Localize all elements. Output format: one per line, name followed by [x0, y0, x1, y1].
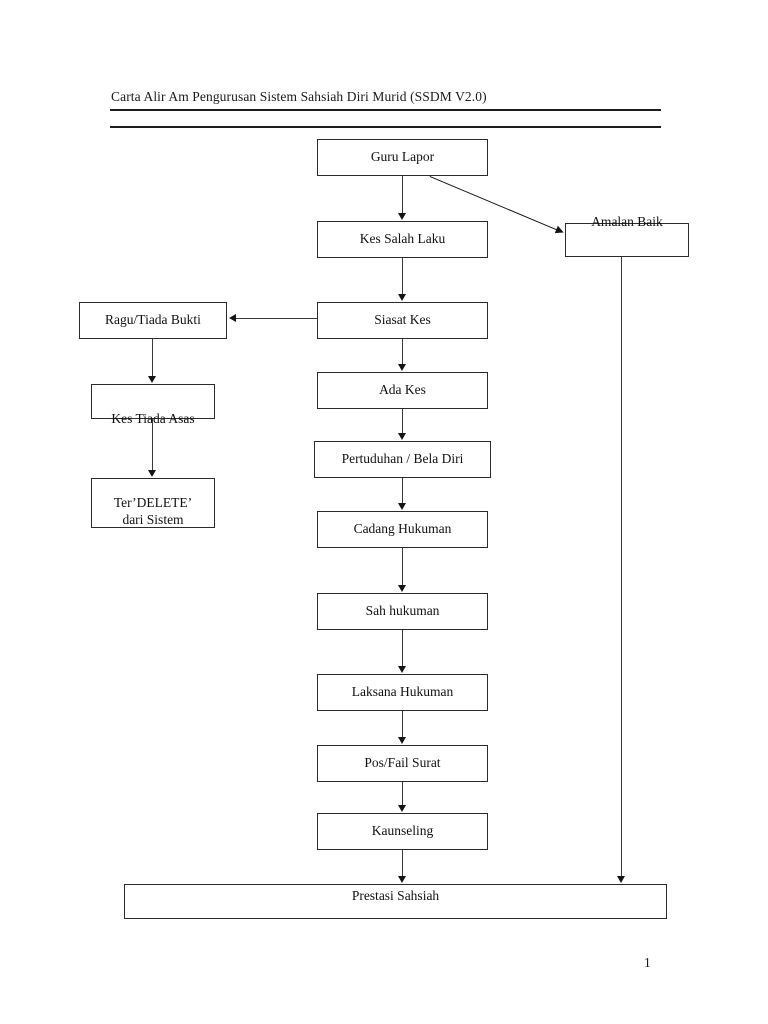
node-label: Laksana Hukuman — [351, 684, 454, 700]
node-label: Ada Kes — [379, 382, 426, 398]
node-label: Siasat Kes — [374, 312, 431, 328]
node-label: Sah hukuman — [365, 603, 440, 619]
edge-arrowhead — [397, 294, 406, 301]
node-label: Ter’DELETE’ dari Sistem — [113, 495, 193, 527]
node-label: Pos/Fail Surat — [364, 755, 441, 771]
edge-arrowhead — [229, 313, 236, 322]
node-label: Guru Lapor — [370, 149, 435, 165]
edge-amalan-baik-to-prestasi-sahsiah — [621, 257, 622, 877]
header-rule-top — [110, 109, 661, 111]
edge-arrowhead — [397, 364, 406, 371]
edge-ragu-tiada-bukti-to-kes-tiada-asas — [152, 339, 153, 377]
node-kes-salah-laku[interactable]: Kes Salah Laku — [317, 221, 488, 258]
node-label: Prestasi Sahsiah — [351, 888, 440, 903]
node-laksana-hukuman[interactable]: Laksana Hukuman — [317, 674, 488, 711]
edge-arrowhead — [616, 876, 625, 883]
edge-arrowhead — [397, 876, 406, 883]
edge-arrowhead — [147, 470, 156, 477]
edge-pos-fail-surat-to-kaunseling — [402, 782, 403, 806]
edge-sah-hukuman-to-laksana-hukuman — [402, 630, 403, 667]
node-amalan-baik[interactable]: Amalan Baik — [565, 214, 689, 257]
node-guru-lapor[interactable]: Guru Lapor — [317, 139, 488, 176]
page-number: 1 — [644, 955, 651, 970]
node-label: Kes Salah Laku — [359, 231, 446, 247]
node-kaunseling[interactable]: Kaunseling — [317, 813, 488, 850]
edge-guru-lapor-to-kes-salah-laku — [402, 176, 403, 214]
edge-arrowhead — [397, 737, 406, 744]
edge-arrowhead — [147, 376, 156, 383]
edge-cadang-hukuman-to-sah-hukuman — [402, 548, 403, 586]
node-label: Kes Tiada Asas — [111, 411, 195, 427]
edge-laksana-hukuman-to-pos-fail-surat — [402, 711, 403, 738]
edge-arrowhead — [397, 666, 406, 673]
edge-ada-kes-to-pertuduhan — [402, 409, 403, 434]
edge-kaunseling-to-prestasi-sahsiah — [402, 850, 403, 877]
edge-arrowhead — [397, 213, 406, 220]
node-label: Pertuduhan / Bela Diri — [341, 451, 464, 467]
node-sah-hukuman[interactable]: Sah hukuman — [317, 593, 488, 630]
node-prestasi-sahsiah[interactable]: Prestasi Sahsiah — [124, 884, 667, 919]
node-pertuduhan-bela-diri[interactable]: Pertuduhan / Bela Diri — [314, 441, 491, 478]
page-title: Carta Alir Am Pengurusan Sistem Sahsiah … — [111, 89, 487, 104]
node-siasat-kes[interactable]: Siasat Kes — [317, 302, 488, 339]
node-label: Amalan Baik — [591, 214, 663, 229]
node-label: Cadang Hukuman — [353, 521, 452, 537]
header-rule-bottom — [110, 126, 661, 128]
edge-pertuduhan-to-cadang-hukuman — [402, 478, 403, 504]
node-ada-kes[interactable]: Ada Kes — [317, 372, 488, 409]
edge-kes-salah-laku-to-siasat-kes — [402, 258, 403, 295]
edge-siasat-kes-to-ragu-tiada-bukti — [236, 318, 317, 319]
node-cadang-hukuman[interactable]: Cadang Hukuman — [317, 511, 488, 548]
edge-arrowhead — [397, 433, 406, 440]
node-pos-fail-surat[interactable]: Pos/Fail Surat — [317, 745, 488, 782]
node-ter-delete[interactable]: Ter’DELETE’ dari Sistem — [91, 478, 215, 528]
edge-arrowhead — [397, 585, 406, 592]
node-kes-tiada-asas[interactable]: Kes Tiada Asas — [91, 384, 215, 426]
edge-arrowhead — [397, 503, 406, 510]
node-ragu-tiada-bukti[interactable]: Ragu/Tiada Bukti — [79, 302, 227, 339]
node-label: Ragu/Tiada Bukti — [105, 312, 201, 328]
edge-arrowhead — [554, 225, 566, 237]
edge-siasat-kes-to-ada-kes — [402, 339, 403, 365]
edge-kes-tiada-asas-to-ter-delete — [152, 419, 153, 471]
edge-arrowhead — [397, 805, 406, 812]
node-label: Kaunseling — [371, 823, 434, 839]
